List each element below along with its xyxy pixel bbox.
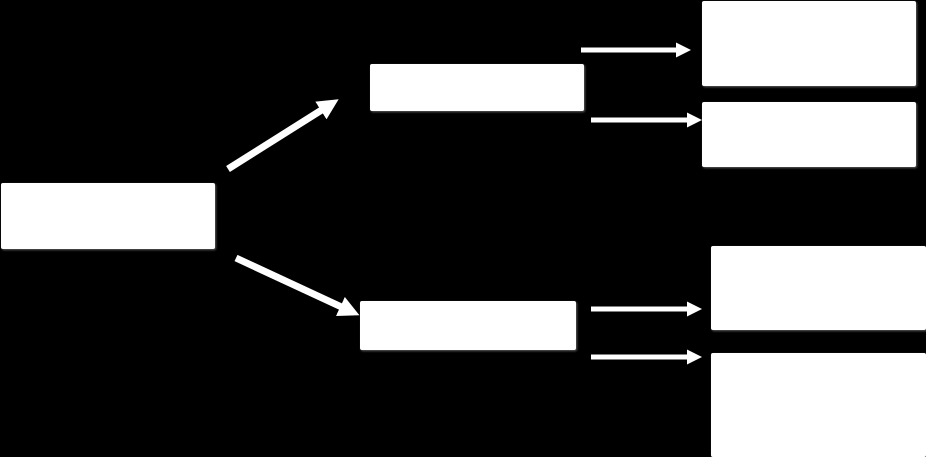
leaf-box-2: [702, 102, 916, 167]
lower-branch-box: [360, 301, 576, 350]
leaf-box-4: [711, 353, 926, 457]
arrow-root-to-upper: [226, 99, 339, 172]
leaf-box-1: [702, 1, 916, 86]
arrow-root-to-lower: [234, 254, 360, 316]
root-box: [1, 183, 215, 249]
upper-branch-box: [370, 64, 584, 111]
leaf-box-3: [711, 246, 926, 330]
